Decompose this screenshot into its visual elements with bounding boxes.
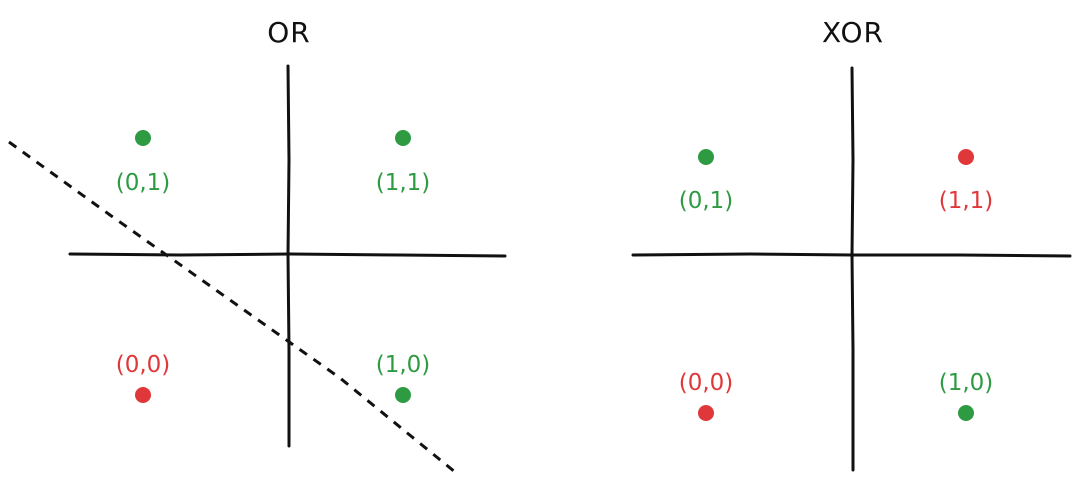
panel-xor: XOR (0,1) (1,1) (0,0) (1,0) <box>631 16 1072 472</box>
y-axis-xor <box>850 66 855 472</box>
point-label-or-0-1: (0,1) <box>116 170 171 196</box>
x-axis-xor <box>631 252 1072 258</box>
point-label-xor-0-1: (0,1) <box>679 188 734 214</box>
data-point-or-1-0 <box>395 387 411 403</box>
data-point-or-0-0 <box>135 387 151 403</box>
y-axis-or <box>286 64 291 448</box>
point-label-xor-1-0: (1,0) <box>939 370 994 396</box>
data-point-xor-1-0 <box>958 405 974 421</box>
point-label-or-1-0: (1,0) <box>376 352 431 378</box>
data-point-or-0-1 <box>135 130 151 146</box>
panel-or: OR (0,1) (1,1) (0,0) (1,0) <box>8 16 507 474</box>
point-label-or-1-1: (1,1) <box>376 170 431 196</box>
data-point-xor-0-0 <box>698 405 714 421</box>
point-label-xor-0-0: (0,0) <box>679 370 734 396</box>
point-label-or-0-0: (0,0) <box>116 352 171 378</box>
x-axis-or <box>68 252 507 258</box>
data-point-xor-0-1 <box>698 149 714 165</box>
panel-title-xor: XOR <box>822 16 884 49</box>
data-point-or-1-1 <box>395 130 411 146</box>
panel-title-or: OR <box>267 16 311 49</box>
point-label-xor-1-1: (1,1) <box>939 188 994 214</box>
data-point-xor-1-1 <box>958 149 974 165</box>
